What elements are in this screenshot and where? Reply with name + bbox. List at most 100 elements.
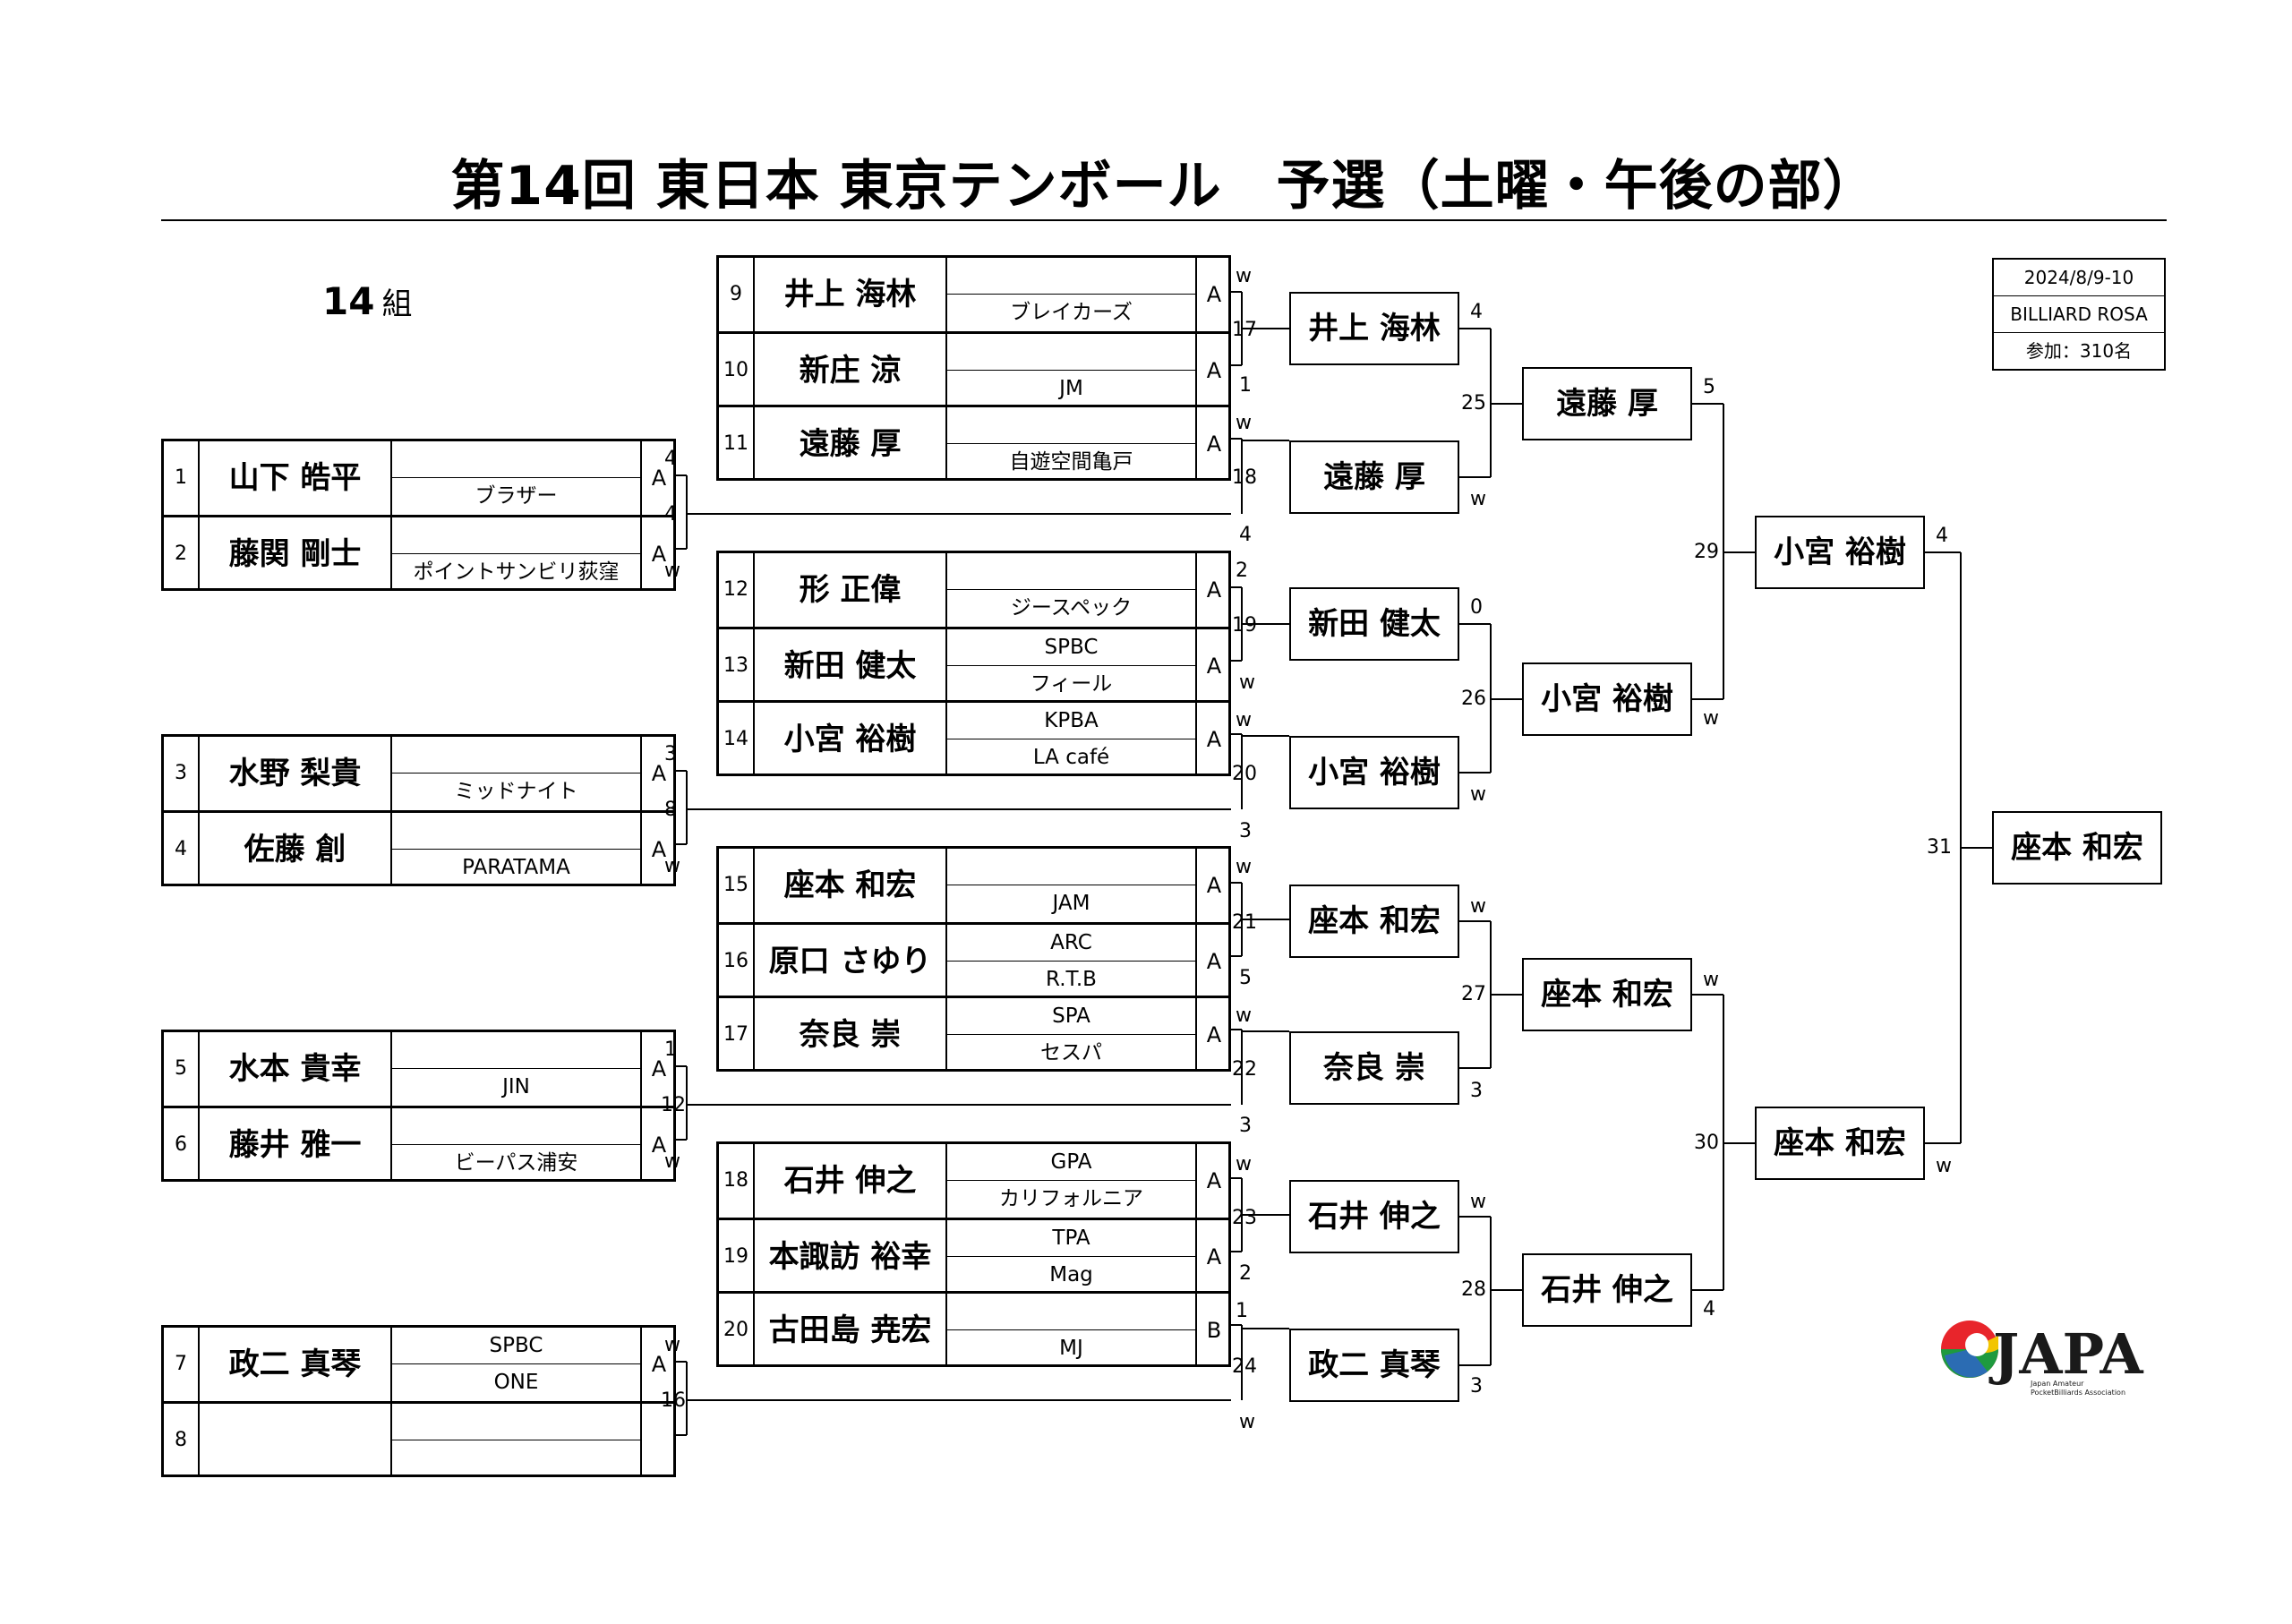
player-number: 4 <box>164 813 200 886</box>
score-label-m17-top: w <box>1236 265 1252 287</box>
player-club-1 <box>947 407 1195 444</box>
score-label-m21-bot: 5 <box>1239 967 1252 989</box>
player-club-1 <box>947 849 1195 885</box>
player-name: 山下 皓平 <box>200 441 392 515</box>
player-club-2: ブレイカーズ <box>1010 301 1133 324</box>
title-underline <box>161 219 2167 221</box>
player-name: 形 正偉 <box>755 553 947 627</box>
player-number: 12 <box>719 553 755 627</box>
player-number: 15 <box>719 849 755 922</box>
winner-box-m24: 政二 真琴 <box>1289 1329 1459 1402</box>
score-label-m8-bot: w <box>664 855 680 877</box>
player-club-1: TPA <box>947 1220 1195 1257</box>
player-number: 16 <box>719 925 755 998</box>
score-label-m20-top: w <box>1236 709 1252 731</box>
score-label-m12-top: 1 <box>664 1039 677 1061</box>
player-club-2: PARATAMA <box>462 856 570 879</box>
player-number: 11 <box>719 407 755 481</box>
score-label-m25-num: 25 <box>1461 392 1486 415</box>
player-name: 水本 貴幸 <box>200 1032 392 1106</box>
score-label-m27-top: w <box>1470 895 1486 918</box>
score-label-m25-top: 4 <box>1470 301 1483 323</box>
player-class: A <box>1195 1220 1231 1294</box>
player-club-2: 自遊空間亀戸 <box>1009 450 1133 474</box>
score-label-m4-num: 4 <box>664 503 677 526</box>
player-club-1: SPBC <box>947 629 1195 666</box>
player-name: 藤井 雅一 <box>200 1108 392 1182</box>
player-club-2: セスパ <box>1040 1041 1102 1064</box>
score-label-m23-top: w <box>1236 1153 1252 1175</box>
player-club-1 <box>392 1032 640 1069</box>
winner-box-m30: 座本 和宏 <box>1755 1107 1925 1180</box>
player-class: A <box>640 737 676 810</box>
player-club-2: R.T.B <box>1046 968 1097 991</box>
player-class: A <box>1195 553 1231 627</box>
player-number: 6 <box>164 1108 200 1182</box>
player-name: 水野 梨貴 <box>200 737 392 810</box>
player-class: A <box>1195 334 1231 407</box>
event-participants: 参加：310名 <box>2025 340 2133 362</box>
score-label-m24-bot: w <box>1239 1411 1255 1433</box>
winner-box-m28: 石井 伸之 <box>1522 1253 1692 1327</box>
player-club-1 <box>392 1108 640 1145</box>
player-club-1 <box>947 553 1195 590</box>
score-label-m4-bot: w <box>664 560 680 582</box>
player-number: 3 <box>164 737 200 810</box>
score-label-m19-top: 2 <box>1236 560 1248 582</box>
score-label-m24-num: 24 <box>1232 1355 1257 1378</box>
player-class: A <box>640 1108 676 1182</box>
score-label-m21-num: 21 <box>1232 911 1257 934</box>
player-class: A <box>640 441 676 515</box>
player-number: 2 <box>164 517 200 591</box>
player-class: A <box>1195 925 1231 998</box>
player-club-1 <box>392 813 640 850</box>
score-label-m26-num: 26 <box>1461 688 1486 710</box>
player-class: A <box>640 1032 676 1106</box>
event-venue: BILLIARD ROSA <box>1994 296 2164 333</box>
page-title: 第14回 東日本 東京テンボール 予選（土曜・午後の部） <box>450 155 1877 218</box>
player-club-1: KPBA <box>947 703 1195 739</box>
player-name: 古田島 尭宏 <box>755 1294 947 1367</box>
score-label-m23-bot: 2 <box>1239 1262 1252 1285</box>
score-label-m27-num: 27 <box>1461 983 1486 1005</box>
player-number: 5 <box>164 1032 200 1106</box>
player-number: 7 <box>164 1328 200 1401</box>
player-row: 8 <box>164 1401 673 1477</box>
score-label-m22-num: 22 <box>1232 1058 1257 1081</box>
player-club-1 <box>392 737 640 774</box>
player-club-1 <box>392 441 640 478</box>
player-name: 遠藤 厚 <box>755 407 947 481</box>
winner-box-m20: 小宮 裕樹 <box>1289 736 1459 809</box>
logo-subtitle-1: Japan Amateur <box>2030 1380 2084 1388</box>
score-label-m19-num: 19 <box>1232 614 1257 637</box>
score-label-m24-top: 1 <box>1236 1300 1248 1322</box>
player-name: 座本 和宏 <box>755 849 947 922</box>
player-club-2: フィール <box>1030 672 1113 696</box>
player-club-1 <box>947 258 1195 295</box>
player-club-2: JIN <box>502 1075 530 1098</box>
player-club-1: SPA <box>947 998 1195 1035</box>
player-number: 10 <box>719 334 755 407</box>
score-label-m29-num: 29 <box>1694 541 1719 563</box>
score-label-m29-bot: w <box>1703 707 1719 730</box>
player-number: 18 <box>719 1144 755 1218</box>
winner-box-m29: 小宮 裕樹 <box>1755 516 1925 589</box>
player-number: 8 <box>164 1404 200 1477</box>
player-class: A <box>1195 1144 1231 1218</box>
score-label-m12-num: 12 <box>661 1094 686 1116</box>
